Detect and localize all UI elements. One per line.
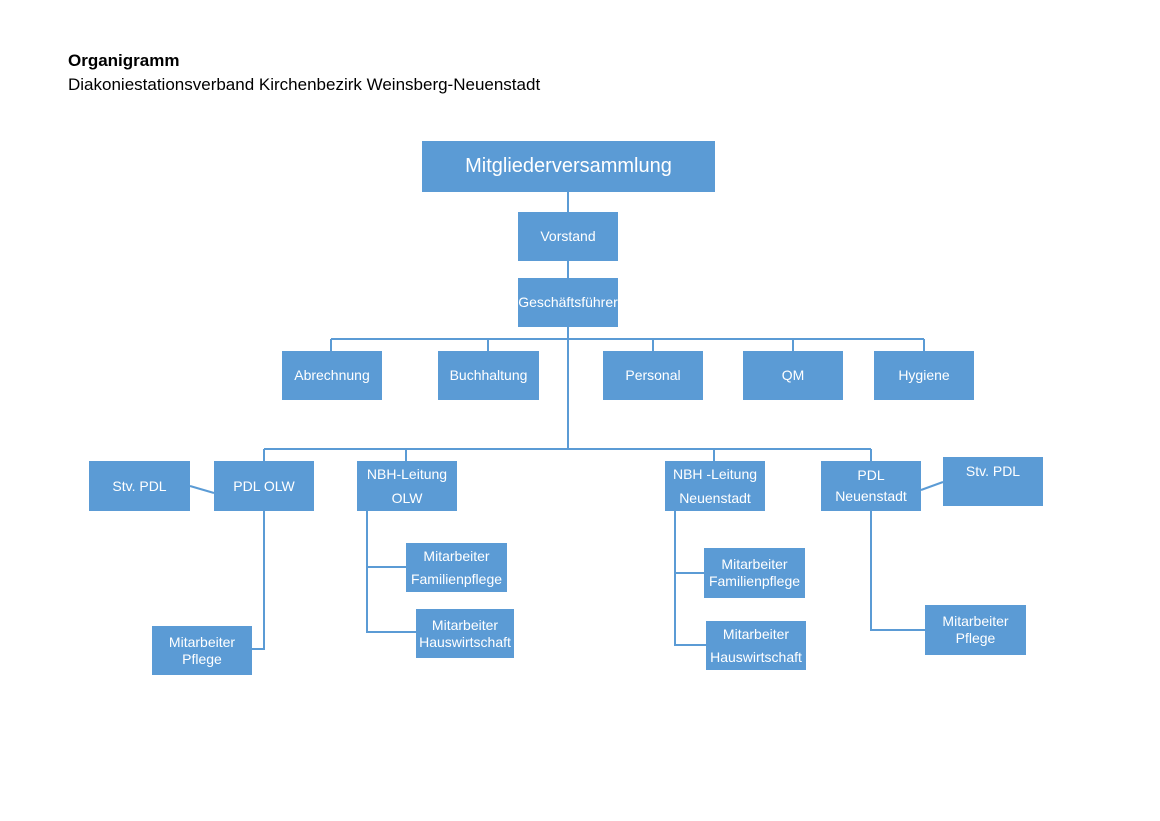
edge-stv-pdl-neuenstadt — [920, 481, 944, 491]
edge-pdl-neuenstadt-pflege — [870, 511, 925, 631]
node-stv-pdl-olw: Stv. PDL — [89, 461, 190, 511]
node-pdl-olw: PDL OLW — [214, 461, 314, 511]
edge-nbh-neuenstadt-spine — [674, 511, 706, 646]
page-subtitle: Diakoniestationsverband Kirchenbezirk We… — [68, 75, 541, 94]
node-buchhaltung: Buchhaltung — [438, 351, 539, 400]
node-hygiene: Hygiene — [874, 351, 974, 400]
edge-pdl-olw-pflege — [252, 511, 265, 650]
node-qm: QM — [743, 351, 843, 400]
node-pdl-neuenstadt: PDL Neuenstadt — [821, 461, 921, 511]
edge-stv-pdl-olw — [189, 485, 215, 494]
node-abrechnung: Abrechnung — [282, 351, 382, 400]
edge-nbh-olw-spine — [366, 511, 416, 633]
node-geschaeftsfuehrer: Geschäftsführer — [518, 278, 618, 327]
node-vorstand: Vorstand — [518, 212, 618, 261]
page-title: Organigramm — [68, 51, 180, 70]
node-stv-pdl-neuenstadt: Stv. PDL — [943, 457, 1043, 506]
node-mitgliederversammlung: Mitgliederversammlung — [422, 141, 715, 192]
heading: Organigramm Diakoniestationsverband Kirc… — [68, 50, 540, 98]
node-personal: Personal — [603, 351, 703, 400]
